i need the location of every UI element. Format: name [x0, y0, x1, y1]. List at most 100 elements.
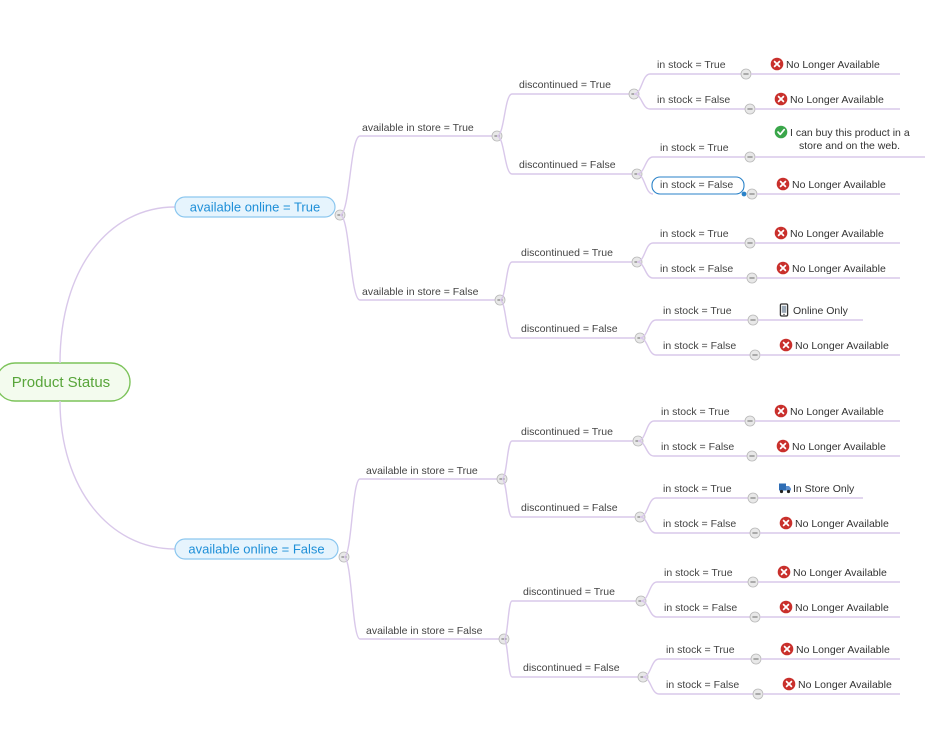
result-label-line2: store and on the web. [799, 140, 900, 152]
edge [637, 440, 655, 457]
store-node-label: available in store = True [362, 122, 474, 134]
stock-node-label: in stock = True [663, 483, 732, 495]
edge [503, 600, 513, 640]
discontinued-node-label: discontinued = False [521, 323, 618, 335]
collapse-toggle[interactable] [747, 492, 759, 504]
edge [636, 261, 654, 279]
result-label: No Longer Available [790, 94, 884, 106]
edge [637, 420, 655, 442]
no-icon [779, 516, 793, 530]
discontinued-node-label: discontinued = False [519, 159, 616, 171]
store-node-label: available in store = True [366, 465, 478, 477]
result-label: No Longer Available [790, 228, 884, 240]
no-icon [779, 600, 793, 614]
stock-node-label: in stock = False [660, 179, 733, 191]
collapse-toggle[interactable] [744, 237, 756, 249]
no-icon [782, 677, 796, 691]
stock-node-label: in stock = False [663, 518, 736, 530]
branch-node[interactable] [174, 538, 339, 560]
result-label: No Longer Available [792, 263, 886, 275]
truck-icon [779, 483, 791, 494]
no-icon [776, 439, 790, 453]
result-label: No Longer Available [795, 602, 889, 614]
discontinued-node-label: discontinued = False [523, 662, 620, 674]
branch-label: available online = False [188, 542, 324, 557]
discontinued-node-label: discontinued = False [521, 502, 618, 514]
result-label: In Store Only [793, 483, 855, 495]
collapse-toggle[interactable] [747, 576, 759, 588]
result-label: No Longer Available [798, 679, 892, 691]
stock-node-label: in stock = True [657, 59, 726, 71]
edge [639, 319, 657, 339]
edge-root-to-branch [59, 400, 176, 550]
collapse-toggle[interactable] [744, 103, 756, 115]
edge [343, 556, 361, 640]
result-label: No Longer Available [792, 179, 886, 191]
collapse-toggle[interactable] [749, 611, 761, 623]
edge [639, 516, 657, 534]
result-label: No Longer Available [795, 518, 889, 530]
branch-node[interactable] [174, 196, 336, 218]
collapse-toggle[interactable] [749, 527, 761, 539]
result-label: No Longer Available [796, 644, 890, 656]
edge [633, 93, 651, 110]
edge [503, 638, 513, 678]
edge [501, 440, 513, 480]
collapse-toggle[interactable] [750, 653, 762, 665]
edge [636, 156, 654, 175]
stock-node-label: in stock = True [663, 305, 732, 317]
selected-node-frame[interactable] [651, 176, 745, 195]
edge [639, 497, 657, 518]
no-icon [774, 404, 788, 418]
edge [640, 581, 658, 602]
collapse-toggle[interactable] [746, 188, 758, 200]
edge [339, 135, 361, 216]
edge [496, 135, 513, 175]
check-icon [774, 125, 788, 139]
edge [499, 299, 513, 339]
no-icon [774, 226, 788, 240]
stock-node-label: in stock = False [661, 441, 734, 453]
root-label: Product Status [12, 374, 110, 391]
stock-node-label: in stock = True [664, 567, 733, 579]
collapse-toggle[interactable] [746, 450, 758, 462]
collapse-toggle[interactable] [749, 349, 761, 361]
collapse-toggle[interactable] [746, 272, 758, 284]
no-icon [780, 642, 794, 656]
no-icon [770, 57, 784, 71]
edge [642, 676, 660, 695]
collapse-toggle[interactable] [752, 688, 764, 700]
collapse-toggle[interactable] [744, 151, 756, 163]
edge [343, 478, 361, 558]
result-label: No Longer Available [790, 406, 884, 418]
result-label: No Longer Available [795, 340, 889, 352]
no-icon [776, 177, 790, 191]
edge [499, 261, 513, 301]
collapse-toggle[interactable] [747, 314, 759, 326]
discontinued-node-label: discontinued = True [519, 79, 611, 91]
result-label: Online Only [793, 305, 849, 317]
edge [496, 93, 513, 137]
collapse-toggle[interactable] [744, 415, 756, 427]
edge [339, 214, 361, 301]
result-label: No Longer Available [793, 567, 887, 579]
result-label: No Longer Available [786, 59, 880, 71]
edge [633, 73, 651, 95]
stock-node-label: in stock = False [663, 340, 736, 352]
no-icon [779, 338, 793, 352]
root-node[interactable] [0, 362, 131, 402]
stock-node-label: in stock = False [657, 94, 730, 106]
stock-node-label: in stock = True [660, 142, 729, 154]
edge [639, 337, 657, 356]
selection-handle[interactable] [741, 191, 747, 197]
stock-node-label: in stock = True [660, 228, 729, 240]
phone-icon [779, 303, 789, 317]
edge [642, 658, 660, 678]
discontinued-node-label: discontinued = True [523, 586, 615, 598]
edge-root-to-branch [59, 206, 176, 364]
collapse-toggle[interactable] [740, 68, 752, 80]
stock-node-label: in stock = True [666, 644, 735, 656]
branch-label: available online = True [190, 200, 320, 215]
no-icon [774, 92, 788, 106]
